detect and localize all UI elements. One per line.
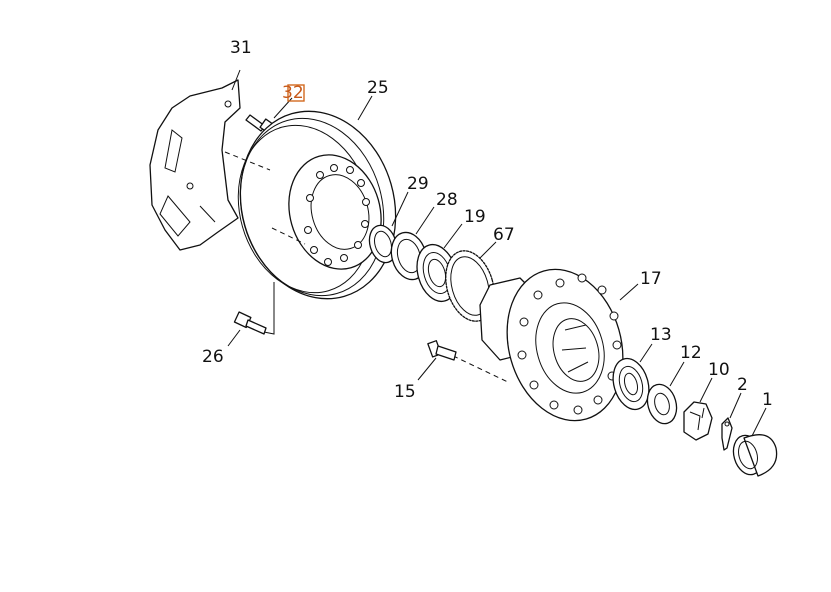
callout-15: 15 [394, 382, 416, 402]
callout-32[interactable]: 32 [282, 83, 304, 103]
callout-29: 29 [407, 174, 429, 194]
callout-67: 67 [493, 225, 515, 245]
callout-12: 12 [680, 343, 702, 363]
callout-1: 1 [762, 390, 773, 410]
callout-25: 25 [367, 78, 389, 98]
part-26-bolt[interactable] [233, 311, 267, 335]
part-10-castle-nut[interactable] [683, 401, 713, 441]
callout-13: 13 [650, 325, 672, 345]
callout-32-highlight-box [287, 84, 305, 102]
callout-31: 31 [230, 38, 252, 58]
callout-28: 28 [436, 190, 458, 210]
part-2-cotter-pin[interactable] [721, 417, 733, 451]
callout-2: 2 [737, 375, 748, 395]
callout-17: 17 [640, 269, 662, 289]
part-12-washer[interactable] [643, 381, 681, 427]
part-17-wheel-hub[interactable] [479, 256, 640, 435]
callout-10: 10 [708, 360, 730, 380]
part-1-hub-cap[interactable] [729, 432, 778, 478]
callout-26: 26 [202, 347, 224, 367]
part-13-outer-bearing[interactable] [607, 354, 654, 413]
part-15-wheel-stud[interactable] [427, 340, 457, 361]
callout-19: 19 [464, 207, 486, 227]
part-31-dust-shield[interactable] [149, 79, 241, 251]
part-25-brake-disc[interactable] [219, 93, 417, 318]
